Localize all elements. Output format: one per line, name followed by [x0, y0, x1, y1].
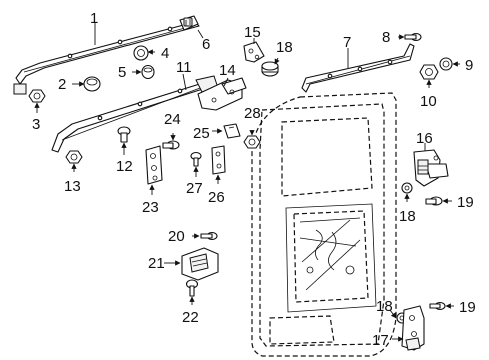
lower-hinge-part-17: [401, 305, 425, 351]
callout-15: 15: [244, 24, 261, 41]
callout-12: 12: [116, 158, 133, 175]
upper-track-part-1: [13, 21, 200, 95]
bolt-part-27: [190, 151, 202, 167]
latch-housing-part-21: [181, 247, 219, 281]
spacer-part-5: [141, 64, 155, 80]
callout-3: 3: [32, 116, 40, 133]
washer-part-18-top: [261, 61, 279, 77]
spacer-part-25: [223, 123, 241, 139]
sliding-door-shell: [251, 92, 397, 357]
nut-part-3: [28, 89, 46, 103]
bolt-part-19-upper: [425, 196, 443, 206]
bolt-part-8: [404, 32, 422, 42]
roller-arm-part-14: [197, 77, 247, 111]
callout-28: 28: [244, 105, 261, 122]
callout-26: 26: [208, 189, 225, 206]
callout-24: 24: [164, 111, 181, 128]
leader-11: [182, 73, 187, 91]
nut-part-4: [133, 45, 149, 61]
callout-27: 27: [186, 180, 203, 197]
callout-20: 20: [168, 228, 185, 245]
nut-part-28: [243, 135, 261, 149]
callout-10: 10: [420, 93, 437, 110]
nut-part-13: [65, 150, 83, 164]
callout-6: 6: [202, 36, 210, 53]
callout-18-bottom: 18: [376, 298, 393, 315]
bolt-part-20: [200, 231, 218, 241]
callout-1: 1: [90, 10, 98, 27]
bracket-part-15: [243, 41, 265, 63]
callout-18-mid: 18: [399, 208, 416, 225]
leader-18-top: [274, 57, 280, 65]
callout-23: 23: [142, 199, 159, 216]
callout-7: 7: [343, 34, 351, 51]
nut-part-10: [419, 64, 439, 80]
callout-19-lower: 19: [459, 299, 476, 316]
bolt-part-22: [185, 279, 199, 297]
bushing-part-2: [83, 76, 101, 92]
callout-25: 25: [193, 125, 210, 142]
leader-14: [223, 77, 229, 87]
callout-19-upper: 19: [457, 194, 474, 211]
hinge-part-16: [413, 149, 449, 187]
callout-17: 17: [372, 332, 389, 349]
callout-2: 2: [58, 76, 66, 93]
callout-8: 8: [382, 29, 390, 46]
bracket-part-23: [145, 145, 163, 185]
callout-9: 9: [465, 57, 473, 74]
callout-22: 22: [182, 309, 199, 326]
callout-11: 11: [176, 59, 192, 76]
washer-part-18-mid: [401, 182, 413, 194]
bolt-part-12: [117, 126, 131, 143]
bolt-part-19-lower: [429, 301, 446, 311]
plate-part-26: [211, 145, 226, 175]
callout-21: 21: [148, 255, 165, 272]
bolt-part-24: [162, 140, 180, 150]
callout-5: 5: [118, 64, 126, 81]
callout-13: 13: [64, 178, 81, 195]
leader-6: [197, 29, 204, 39]
rear-track-part-7: [301, 43, 415, 93]
leader-18-bottom: [389, 309, 397, 319]
callout-18-top: 18: [276, 39, 293, 56]
callout-16: 16: [416, 130, 433, 147]
cap-nut-part-9: [439, 57, 453, 71]
track-end-cap-part-6: [179, 15, 199, 31]
callout-14: 14: [219, 62, 236, 79]
callout-4: 4: [161, 45, 169, 62]
